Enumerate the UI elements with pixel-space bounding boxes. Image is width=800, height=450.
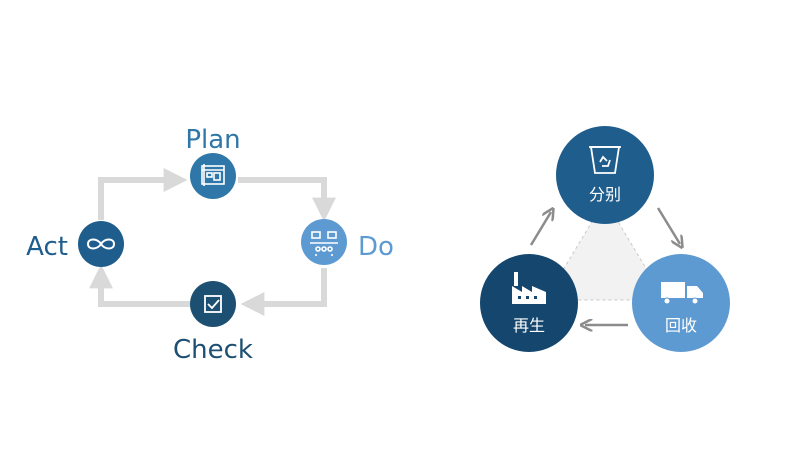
pdca-node-check	[190, 281, 236, 327]
checkbox-icon	[204, 295, 222, 313]
blueprint-icon	[201, 164, 225, 186]
team-meeting-icon	[310, 231, 338, 256]
recycle-arrows	[529, 207, 680, 325]
pdca-label-check: Check	[173, 335, 253, 365]
infinity-icon	[86, 238, 116, 250]
recycle-label-collect: 回收	[665, 316, 697, 335]
pdca-node-act	[78, 221, 124, 267]
factory-icon	[512, 272, 546, 304]
connector-plan-to-do	[238, 177, 336, 222]
pdca-node-plan	[190, 153, 236, 199]
connector-check-to-act	[89, 264, 190, 307]
pdca-diagram: Plan Do Check	[26, 125, 394, 365]
recycle-bin-icon	[589, 146, 621, 174]
recycle-label-reuse: 再生	[513, 316, 545, 335]
truck-icon	[661, 282, 703, 305]
recycle-center-triangle	[544, 199, 666, 301]
connector-act-to-plan	[98, 168, 188, 220]
pdca-label-do: Do	[358, 232, 394, 262]
recycle-node-sort: 分别	[556, 126, 654, 224]
arrow-sort-to-collect	[656, 207, 680, 244]
pdca-label-plan: Plan	[185, 125, 240, 155]
recycle-label-sort: 分别	[589, 185, 621, 204]
pdca-connectors	[89, 168, 336, 316]
recycle-node-reuse: 再生	[480, 254, 578, 352]
connector-do-to-check	[240, 268, 327, 316]
recycle-node-collect: 回收	[632, 254, 730, 352]
recycle-diagram: 分别 回收 再生	[480, 126, 730, 352]
arrow-reuse-to-sort	[529, 212, 551, 246]
pdca-label-act: Act	[26, 232, 68, 262]
pdca-node-do	[301, 219, 347, 265]
